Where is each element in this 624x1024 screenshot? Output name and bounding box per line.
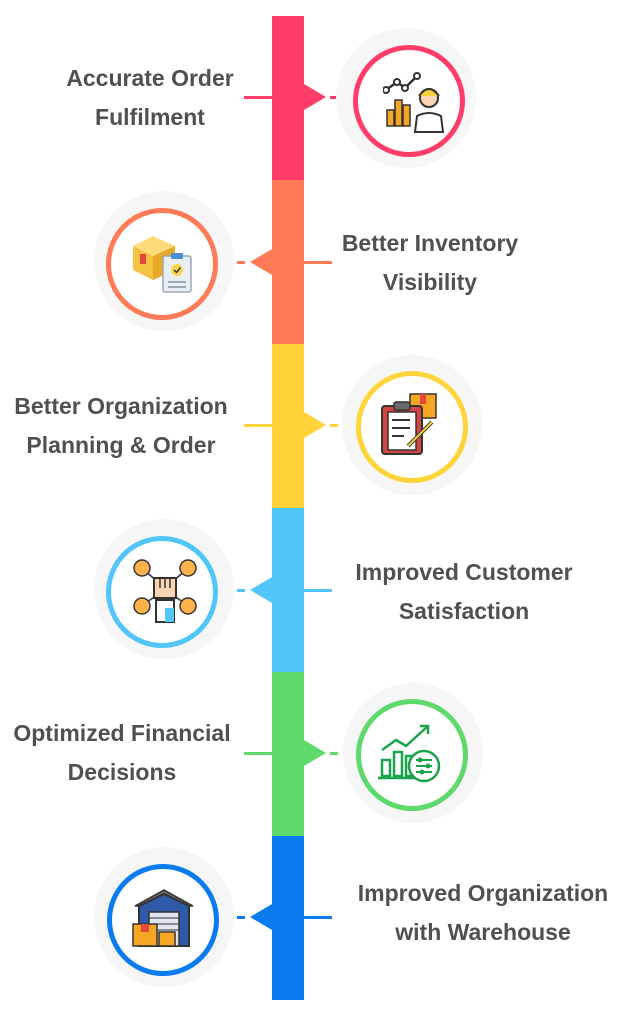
step-4-pointer	[250, 577, 272, 603]
step-6-label: Improved Organization with Warehouse	[353, 874, 613, 952]
step-5-dash	[330, 752, 338, 755]
analyst-with-chart-icon	[383, 72, 445, 133]
step-6-ring	[107, 864, 219, 976]
step-1-connector	[244, 96, 274, 99]
step-2-pointer	[250, 249, 272, 275]
step-1-pointer	[304, 84, 326, 110]
timeline-segment-4	[272, 508, 304, 672]
step-1-line-2: Fulfilment	[95, 104, 205, 130]
step-6-line-2: with Warehouse	[395, 919, 571, 945]
step-5-connector	[244, 752, 274, 755]
step-4-dash	[237, 589, 245, 592]
step-2-connector	[302, 261, 332, 264]
step-3-line-1: Better Organization	[14, 393, 228, 419]
step-5-line-2: Decisions	[67, 759, 177, 785]
step-2-line-1: Better Inventory	[341, 230, 519, 256]
step-3-label: Better Organization Planning & Order	[0, 387, 251, 465]
step-5-label: Optimized Financial Decisions	[0, 714, 252, 792]
step-6-pointer	[250, 904, 272, 930]
timeline-segment-3	[272, 344, 304, 508]
step-3-connector	[244, 424, 274, 427]
step-1-dash	[330, 96, 338, 99]
step-3-dash	[330, 424, 338, 427]
step-3-pointer	[304, 412, 326, 438]
step-1-line-1: Accurate Order	[66, 65, 234, 91]
step-2-line-2: Visibility	[382, 269, 478, 295]
checklist-clipboard-icon	[381, 393, 437, 455]
step-5-line-1: Optimized Financial	[13, 720, 231, 746]
step-4-line-2: Satisfaction	[398, 598, 530, 624]
customer-feedback-icon	[133, 559, 197, 623]
box-and-clipboard-icon	[133, 236, 192, 293]
step-6-line-1: Improved Organization	[357, 880, 609, 906]
step-3-line-2: Planning & Order	[26, 432, 216, 458]
step-2-dash	[237, 261, 245, 264]
financial-growth-icon	[378, 724, 441, 783]
step-4-connector	[302, 589, 332, 592]
timeline-segment-5	[272, 672, 304, 836]
timeline-segment-6	[272, 836, 304, 1000]
step-1-ring	[353, 45, 465, 157]
step-5-pointer	[304, 740, 326, 766]
step-4-label: Improved Customer Satisfaction	[334, 553, 594, 631]
step-2-label: Better Inventory Visibility	[300, 224, 560, 302]
timeline-segment-2	[272, 180, 304, 344]
warehouse-icon	[132, 889, 194, 947]
step-4-line-1: Improved Customer	[355, 559, 573, 585]
timeline-segment-1	[272, 16, 304, 180]
step-6-dash	[237, 916, 245, 919]
step-6-connector	[302, 916, 332, 919]
step-1-label: Accurate Order Fulfilment	[20, 59, 280, 137]
